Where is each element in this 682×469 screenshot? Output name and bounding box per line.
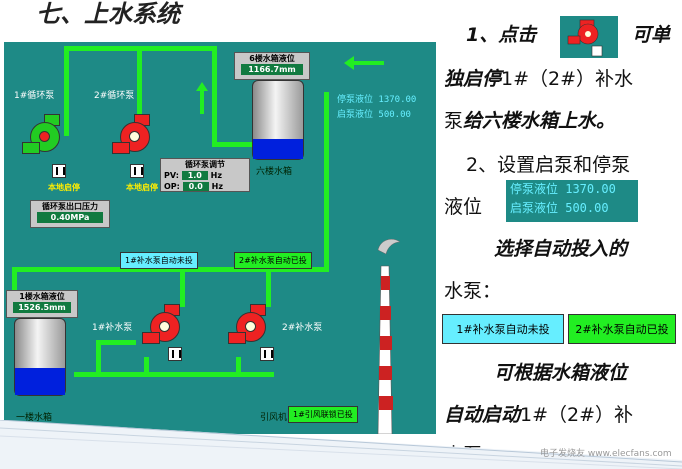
step1-line3: 泵给六楼水箱上水。 [444, 110, 616, 132]
makeup-pump-2[interactable] [228, 304, 272, 344]
chimney-icon [377, 239, 401, 434]
step2-line6: 选择自动投入的 [494, 238, 628, 260]
fan-label: 引风机 [260, 413, 288, 423]
tank-top-level-box: 6楼水箱液位 1166.7mm [234, 52, 310, 80]
pipe [137, 46, 142, 126]
tank-bottom-water [15, 367, 65, 395]
hmi-auto-button-1[interactable]: 1#补水泵自动未投 [120, 252, 198, 269]
op-value[interactable]: 0.0 [182, 182, 209, 191]
circ-pump-2[interactable] [112, 114, 156, 154]
tank-bottom-level-label: 1楼水箱液位 [19, 292, 65, 301]
tank-top-name: 六楼水箱 [256, 167, 293, 177]
flow-arrow-up-icon [196, 82, 208, 114]
makeup-pump-2-switch-icon[interactable] [260, 347, 274, 361]
makeup-pump-2-label: 2#补水泵 [282, 323, 323, 333]
pipe [180, 272, 185, 307]
pipe [12, 267, 17, 307]
circ-pump-1[interactable] [22, 114, 66, 154]
outlet-pressure-box: 循环泵出口压力 0.40MPa [30, 200, 110, 228]
pv-value[interactable]: 1.0 [181, 171, 208, 180]
tank-bottom-level-value: 1526.5mm [13, 302, 71, 313]
pipe [96, 340, 101, 377]
step2-line: 2、设置启泵和停泵 [466, 154, 631, 176]
pipe [96, 340, 136, 345]
tank-top-water [253, 138, 303, 159]
outlet-pressure-value: 0.40MPa [37, 212, 103, 223]
hmi-auto-button-2[interactable]: 2#补水泵自动已投 [234, 252, 312, 269]
makeup-pump-1[interactable] [142, 304, 186, 344]
flow-arrow-left-icon [344, 56, 384, 70]
hz-unit: Hz [210, 171, 223, 180]
circ-pump-2-label: 2#循环泵 [94, 91, 135, 101]
pump-icon [567, 19, 603, 57]
local-start-2: 本地启停 [126, 183, 158, 192]
makeup-pump-1-label: 1#补水泵 [92, 323, 133, 333]
pipe [212, 142, 252, 147]
tank-sixth-floor [252, 80, 304, 160]
step2-line5: 液位 [444, 196, 483, 218]
tank-top-level-value: 1166.7mm [241, 64, 303, 75]
step2-line7: 水泵： [444, 280, 502, 302]
pv-label: PV: [164, 171, 179, 180]
regulator-panel: 循环泵调节 PV: 1.0 Hz OP: 0.0 Hz [160, 158, 250, 192]
set-stop-level[interactable]: 停泵液位 1370.00 [510, 182, 616, 196]
pipe [64, 46, 69, 136]
hmi-stop-level[interactable]: 停泵液位 1370.00 [337, 95, 417, 105]
step1-text-b: 可单 [632, 24, 671, 46]
hz-unit: Hz [211, 182, 223, 191]
step3-line8: 可根据水箱液位 [494, 362, 628, 384]
slide-title: 七、上水系统 [36, 0, 180, 28]
tank-bottom-level-box: 1楼水箱液位 1526.5mm [6, 290, 78, 318]
pipe [74, 372, 274, 377]
tank-bottom-name: 一楼水箱 [16, 413, 53, 423]
step3-line9: 自动启动1#（2#）补 [444, 404, 634, 426]
regulator-title: 循环泵调节 [185, 160, 225, 169]
op-label: OP: [164, 182, 180, 191]
watermark: 电子发烧友 www.elecfans.com [540, 449, 672, 459]
circ-pump-1-label: 1#循环泵 [14, 91, 55, 101]
fan-interlock-button[interactable]: 1#引风联锁已投 [288, 406, 358, 423]
pipe [212, 46, 217, 146]
pipe [12, 267, 329, 272]
auto-button-1[interactable]: 1#补水泵自动未投 [442, 314, 564, 344]
local-start-1: 本地启停 [48, 183, 80, 192]
pipe [144, 357, 149, 377]
tank-top-level-label: 6楼水箱液位 [249, 54, 295, 63]
hmi-start-level[interactable]: 启泵液位 500.00 [337, 110, 411, 120]
hmi-panel: 6楼水箱液位 1166.7mm 六楼水箱 停泵液位 1370.00 启泵液位 5… [4, 42, 436, 434]
setpoint-panel: 停泵液位 1370.00 启泵液位 500.00 [506, 180, 638, 222]
makeup-pump-1-switch-icon[interactable] [168, 347, 182, 361]
pump-button-icon[interactable] [560, 16, 618, 58]
tank-first-floor [14, 318, 66, 396]
pipe [266, 272, 271, 307]
auto-button-2[interactable]: 2#补水泵自动已投 [568, 314, 676, 344]
decorative-stripes [0, 420, 682, 469]
circ-pump-1-switch-icon[interactable] [52, 164, 66, 178]
pipe [236, 357, 241, 377]
pipe [324, 92, 329, 272]
step1-line2: 独启停1#（2#）补水 [444, 68, 634, 90]
outlet-pressure-label: 循环泵出口压力 [42, 202, 98, 211]
set-start-level[interactable]: 启泵液位 500.00 [510, 201, 609, 215]
step1-text: 1、点击 [466, 24, 537, 46]
circ-pump-2-switch-icon[interactable] [130, 164, 144, 178]
